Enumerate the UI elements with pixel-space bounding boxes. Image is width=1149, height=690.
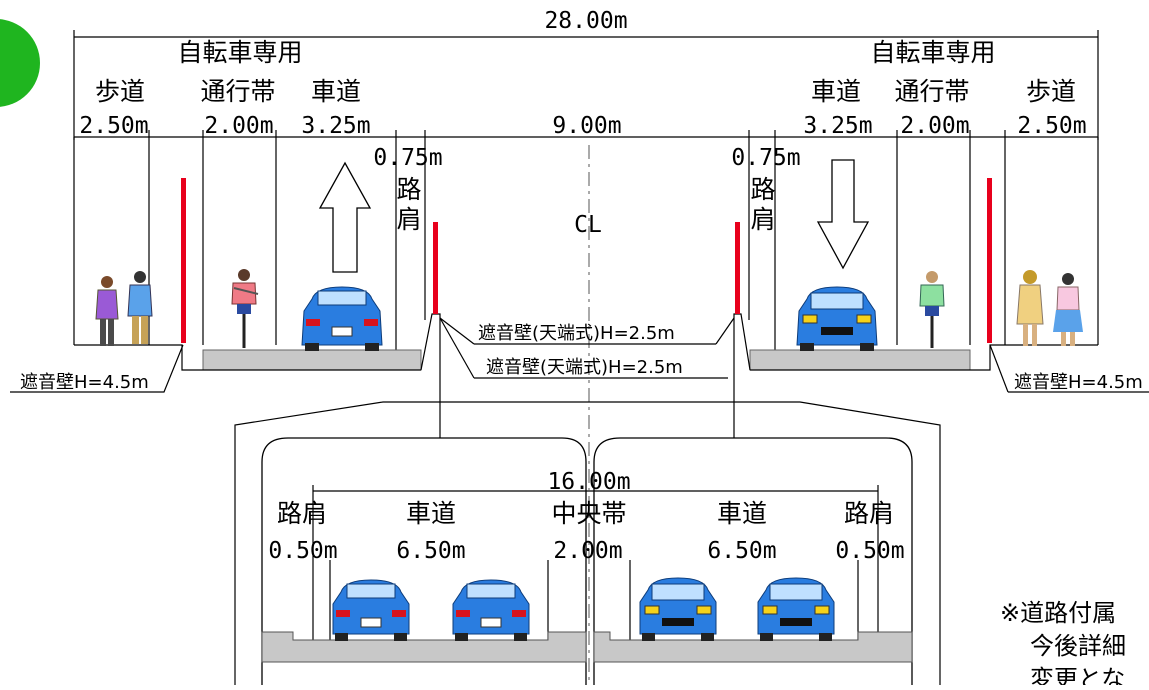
label-roadway-left: 車道 [311,77,361,106]
dim-road-right: 3.25m [803,113,872,139]
dim-under-shoulder-right: 0.50m [835,538,904,564]
lower-floors [261,631,913,663]
down-arrow-icon [816,159,870,270]
label-shoulder-right-1: 路 [750,175,775,204]
sound-walls [181,178,992,343]
dim-under-road-left: 6.50m [396,538,465,564]
label-bike-only-right: 自転車専用 [870,38,995,67]
dim-total-width: 28.00m [544,8,627,34]
sound-wall-top-left [433,222,438,314]
dim-under-shoulder-left: 0.50m [268,538,337,564]
note-line-2: 今後詳細 [1030,632,1126,660]
pedestrian-icon [1053,273,1083,346]
lower-box-right [593,437,913,685]
sound-wall-outer-left [181,178,186,343]
dim-road-left: 3.25m [301,113,370,139]
label-under-shoulder-left: 路肩 [277,499,327,528]
dim-under-median: 2.00m [553,538,622,564]
cyclist-icon [919,271,945,348]
deck-slabs [202,349,971,371]
label-bike-lane-left: 通行帯 [200,77,275,106]
label-shoulder-left-1: 路 [396,175,421,204]
dim-sidewalk-left: 2.50m [79,113,148,139]
lower-box-left [261,437,587,685]
callout-wall-outer-right: 遮音壁H=4.5m [1014,372,1143,393]
pedestrian-icon [127,271,153,344]
label-under-median: 中央帯 [551,499,626,528]
up-arrow-icon [318,161,372,273]
label-under-road-left: 車道 [406,499,456,528]
pedestrian-icon [95,276,119,346]
dimension-lines [73,30,1099,640]
note-line-3: 変更とな [1030,665,1125,685]
callout-wall-top-2: 遮音壁(天端式)H=2.5m [486,357,683,378]
dim-sidewalk-right: 2.50m [1017,113,1086,139]
car-front-lower-1 [639,577,717,641]
car-front-icon [796,286,878,351]
label-sidewalk-left: 歩道 [95,77,145,106]
dim-bike-right: 2.00m [900,113,969,139]
dim-center-width: 9.00m [552,113,621,139]
callout-wall-top-1: 遮音壁(天端式)H=2.5m [478,323,675,344]
dim-shoulder-right: 0.75m [731,145,800,171]
label-under-road-right: 車道 [717,499,767,528]
car-rear-lower-1 [332,579,410,641]
dim-under-road-right: 6.50m [707,538,776,564]
sound-wall-outer-right [987,178,992,343]
label-shoulder-right-2: 肩 [750,205,775,234]
callout-wall-outer-left: 遮音壁H=4.5m [20,372,149,393]
label-under-shoulder-right: 路肩 [844,499,894,528]
car-rear-lower-2 [452,579,530,641]
car-front-lower-2 [757,577,835,641]
leader-lines [10,317,1149,393]
dim-under-total: 16.00m [547,469,630,495]
pedestrian-icon [1016,270,1044,346]
label-roadway-right: 車道 [811,77,861,106]
section-marker-circle [0,19,40,107]
label-shoulder-left-2: 肩 [396,205,421,234]
label-bike-lane-right: 通行帯 [894,77,969,106]
dim-shoulder-left: 0.75m [373,145,442,171]
sound-wall-top-right [735,222,740,314]
cyclist-icon [231,269,259,348]
car-rear-icon [301,286,383,351]
note-line-1: ※道路付属 [1000,599,1116,627]
dim-bike-left: 2.00m [204,113,273,139]
label-bike-only-left: 自転車専用 [177,38,302,67]
label-sidewalk-right: 歩道 [1026,77,1076,106]
deck-outline [74,313,1098,685]
label-centerline: CL [574,212,602,238]
